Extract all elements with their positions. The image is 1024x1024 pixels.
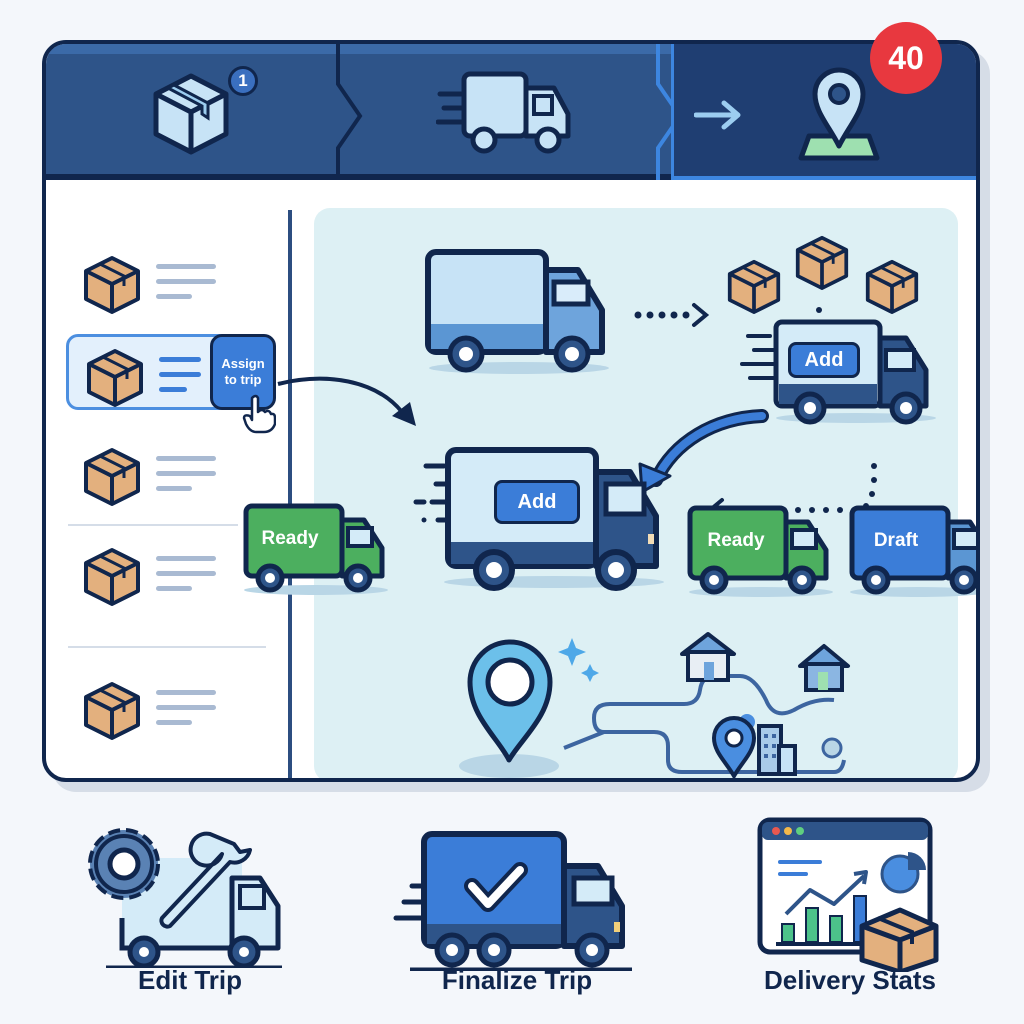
step-truck[interactable]: [346, 44, 683, 180]
add-to-main-truck-button[interactable]: Add: [494, 480, 580, 524]
item-text-lines: [156, 264, 216, 309]
delivery-truck-icon: [436, 71, 571, 154]
gear-icon: [88, 828, 160, 900]
package-icon: [84, 548, 140, 606]
chevron-right-icon: [336, 44, 363, 180]
package-icon: [87, 349, 143, 407]
package-list-item[interactable]: [66, 536, 266, 612]
main-truck-icon[interactable]: [394, 444, 666, 594]
package-list-item[interactable]: [66, 670, 266, 746]
package-icon: [84, 256, 140, 314]
trip-stepper: 1: [46, 44, 976, 180]
package-list-item[interactable]: [66, 436, 266, 512]
ready-status-label: Ready: [261, 528, 319, 549]
ready-truck-icon[interactable]: [686, 504, 836, 600]
step-badge: 1: [228, 66, 258, 96]
list-divider: [68, 524, 238, 526]
edit-trip-label: Edit Trip: [138, 965, 242, 995]
arrow-right-icon: [694, 100, 741, 130]
house-icon: [680, 632, 736, 682]
ready-status-label: Ready: [707, 530, 765, 551]
action-bar: Edit Trip Finalize Trip: [0, 808, 1024, 1024]
dotted-arrow-right-icon: [634, 303, 710, 327]
package-icon: [84, 448, 140, 506]
assign-to-trip-button[interactable]: Assign to trip: [210, 334, 276, 410]
finalize-trip-action[interactable]: Finalize Trip: [392, 808, 642, 1018]
notification-badge[interactable]: 40: [870, 22, 942, 94]
trip-planning-canvas: Add: [314, 208, 976, 782]
package-list-item[interactable]: [66, 244, 266, 320]
item-text-lines: [156, 690, 216, 735]
drag-arrow-icon: [277, 376, 416, 426]
panel-divider[interactable]: [288, 210, 292, 778]
list-divider: [68, 646, 266, 648]
delivery-stats-label: Delivery Stats: [764, 965, 936, 995]
package-list: [46, 186, 290, 778]
curved-arrow-icon: [638, 409, 769, 494]
route-map[interactable]: [454, 620, 854, 782]
delivery-stats-action[interactable]: Delivery Stats: [740, 808, 960, 1018]
item-text-lines: [159, 357, 201, 402]
package-icon: [84, 682, 140, 740]
package-icon: [153, 73, 229, 155]
edit-truck-icon: [88, 828, 282, 968]
package-icon: [859, 907, 939, 972]
draft-status-label: Draft: [873, 530, 919, 551]
step-packages[interactable]: 1: [46, 44, 363, 180]
add-to-truck-button[interactable]: Add: [788, 342, 860, 378]
item-text-lines: [156, 456, 216, 501]
app-window: 1: [42, 40, 980, 782]
stats-dashboard-icon: [757, 817, 939, 972]
finalize-truck-icon: [393, 831, 632, 971]
ready-truck-icon[interactable]: [242, 502, 390, 598]
house-icon: [798, 644, 850, 692]
package-icon: [865, 259, 919, 314]
draft-truck-icon[interactable]: [848, 504, 980, 600]
edit-trip-action[interactable]: Edit Trip: [60, 808, 320, 1018]
map-pin-icon: [798, 67, 880, 161]
wrench-icon: [159, 831, 252, 929]
item-text-lines: [156, 556, 216, 601]
package-icon: [795, 235, 849, 290]
package-icon: [727, 259, 781, 314]
finalize-trip-label: Finalize Trip: [441, 965, 593, 995]
hand-pointer-icon: [242, 394, 276, 434]
empty-truck-icon[interactable]: [424, 248, 614, 378]
